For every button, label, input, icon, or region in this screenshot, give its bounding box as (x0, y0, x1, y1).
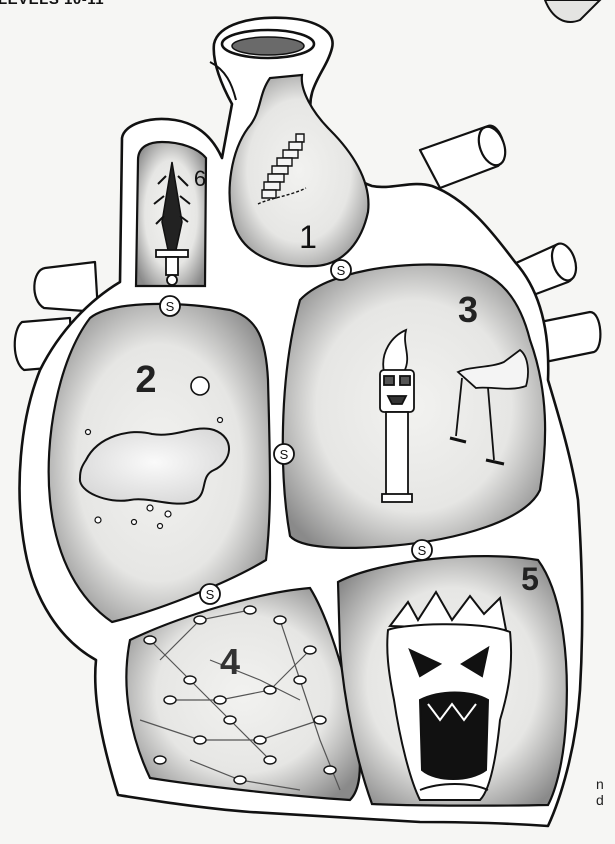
margin-text-line1: n (596, 776, 604, 792)
secret-door-label: S (337, 263, 346, 278)
secret-door-label: S (280, 447, 289, 462)
room-number-5: 5 (521, 561, 539, 597)
level-label: LEVELS 10-11 (0, 0, 104, 8)
corner-fold-icon (545, 0, 600, 22)
secret-door: S (160, 296, 180, 316)
aorta-inner-icon (232, 37, 304, 55)
room-number-3: 3 (458, 289, 478, 330)
room-number-4: 4 (220, 641, 240, 682)
margin-text-line2: d (596, 792, 604, 808)
secret-door-label: S (166, 299, 175, 314)
secret-door: S (274, 444, 294, 464)
secret-door: S (200, 584, 220, 604)
secret-door-label: S (206, 587, 215, 602)
room-number-6: 6 (194, 166, 206, 191)
secret-door: S (331, 260, 351, 280)
secret-door: S (412, 540, 432, 560)
room-number-2: 2 (135, 359, 156, 401)
secret-door-label: S (418, 543, 427, 558)
room-number-1: 1 (299, 219, 317, 255)
